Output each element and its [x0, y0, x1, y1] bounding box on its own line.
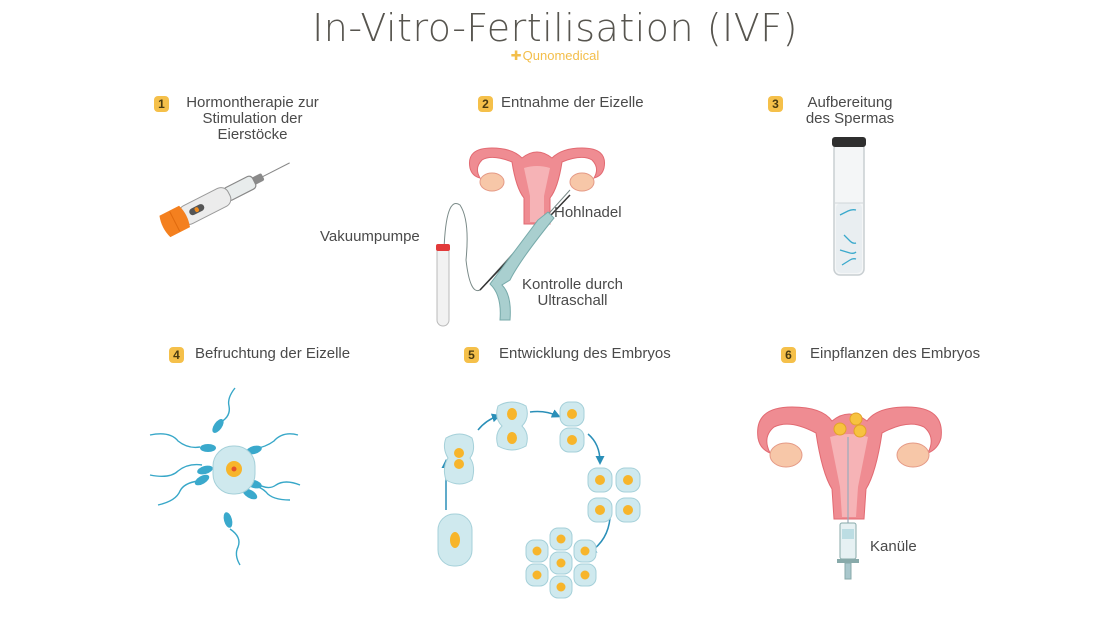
plus-icon: ✚ — [510, 48, 522, 63]
brand-logo: ✚Qunomedical — [0, 48, 1110, 64]
annotation-vakuumpumpe: Vakuumpumpe — [320, 228, 420, 245]
step-number-badge: 2 — [478, 96, 493, 112]
step-label: Befruchtung der Eizelle — [195, 345, 351, 362]
step-label: Einpflanzen des Embryos — [810, 345, 981, 362]
step-label: Entnahme der Eizelle — [501, 94, 644, 111]
injection-pen-icon — [159, 162, 290, 238]
step-number-badge: 4 — [169, 347, 184, 363]
uterus-icon — [468, 147, 606, 225]
test-tube-icon — [832, 137, 866, 276]
step-label: Entwicklung des Embryos — [499, 345, 671, 362]
annotation-line: Ultraschall — [537, 292, 608, 309]
step-number-badge: 5 — [464, 347, 479, 363]
diagram-title: In-Vitro-Fertilisation (IVF) — [312, 6, 798, 50]
step-label-line: des Spermas — [805, 110, 895, 127]
step-number-badge: 1 — [154, 96, 169, 112]
step-label-line: Hormontherapie zur — [186, 94, 319, 111]
step-label-line: Aufbereitung — [807, 94, 893, 111]
needle-and-probe-icon — [436, 189, 571, 327]
brand-name: Qunomedical — [522, 48, 600, 63]
cell-division-cycle-icon — [437, 401, 641, 599]
step-number-badge: 3 — [768, 96, 783, 112]
annotation-ultraschall: Kontrolle durch Ultraschall — [515, 277, 630, 309]
egg-with-sperm-icon — [149, 387, 301, 566]
step-label: Aufbereitung des Spermas — [795, 95, 905, 127]
annotation-hohlnadel: Hohlnadel — [554, 204, 622, 221]
step-number-badge: 6 — [781, 347, 796, 363]
annotation-kanuele: Kanüle — [870, 538, 917, 555]
step-label: Hormontherapie zur Stimulation der Eiers… — [170, 95, 335, 143]
step-label-line: Eierstöcke — [217, 126, 288, 143]
step-label-line: Stimulation der — [202, 110, 303, 127]
annotation-line: Kontrolle durch — [522, 276, 623, 293]
embryo-transfer-uterus-icon — [757, 406, 942, 580]
